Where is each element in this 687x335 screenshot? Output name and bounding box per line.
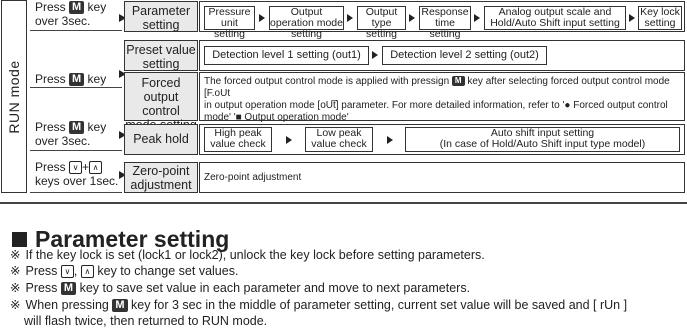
step-key-lock: Key lock setting: [638, 6, 682, 30]
m-key-icon: M: [451, 76, 465, 87]
parameter-steps-box: [199, 1, 685, 32]
function-zero-point: Zero-point adjustment: [124, 162, 198, 193]
step-pressure-unit: Pressure unit setting: [204, 6, 255, 40]
arrow-icon: [372, 51, 378, 59]
step-detection-level-2: Detection level 2 setting (out2): [382, 46, 547, 65]
arrow-icon: [259, 14, 265, 22]
note-key-lock: ※If the key lock is set (lock1 or lock2)…: [10, 248, 485, 262]
note-return-run-mode-cont: will flash twice, then returned to RUN m…: [24, 314, 268, 328]
key-instruction-forced-output: Press M key: [30, 72, 122, 88]
forced-output-description: The forced output control mode is applie…: [199, 72, 685, 123]
step-auto-shift-input: Auto shift input setting (In case of Hol…: [405, 127, 680, 152]
key-instruction-zero-point: Press ∨+∧ keys over 1sec.: [30, 160, 122, 193]
note-change-values: ※Press ∨, ∧ key to change set values.: [10, 264, 239, 279]
arrow-icon: [387, 136, 393, 144]
function-preset-value: Preset value setting: [124, 40, 198, 71]
preset-steps-box: [199, 40, 685, 71]
arrow-icon: [474, 14, 480, 22]
m-key-icon: M: [112, 299, 128, 313]
m-key-icon: M: [69, 73, 85, 87]
function-parameter-setting: Parameter setting: [124, 1, 198, 32]
step-detection-level-1: Detection level 1 setting (out1): [204, 46, 369, 65]
square-bullet-icon: [12, 232, 27, 247]
peak-steps-box: [199, 124, 685, 155]
arrow-icon: [286, 136, 292, 144]
m-key-icon: M: [60, 282, 77, 296]
m-key-icon: M: [69, 121, 85, 135]
key-instruction-peak-hold: Press M key over 3sec.: [30, 120, 122, 151]
arrow-icon: [409, 14, 415, 22]
arrow-icon: [347, 14, 353, 22]
step-high-peak: High peak value check: [204, 127, 272, 152]
arrow-icon: [119, 131, 126, 139]
arrow-icon: [629, 14, 635, 22]
arrow-icon: [119, 70, 126, 78]
function-peak-hold: Peak hold: [124, 124, 198, 155]
arrow-icon: [119, 14, 126, 22]
chevron-up-icon: ∧: [89, 161, 103, 175]
zero-point-description: Zero-point adjustment: [199, 162, 685, 193]
chevron-down-icon: ∨: [69, 161, 83, 175]
run-mode-label-box: RUN mode: [1, 0, 27, 193]
run-mode-label: RUN mode: [6, 59, 22, 134]
arrow-icon: [119, 171, 126, 179]
step-analog-output-scale: Analog output scale and Hold/Auto Shift …: [484, 6, 626, 30]
chevron-up-icon: ∧: [80, 265, 94, 279]
note-return-run-mode: ※When pressing M key for 3 sec in the mi…: [10, 298, 628, 313]
m-key-icon: M: [69, 1, 85, 15]
step-low-peak: Low peak value check: [305, 127, 373, 152]
section-divider: [0, 202, 687, 204]
step-response-time: Response time setting: [419, 6, 471, 40]
chevron-down-icon: ∨: [60, 265, 74, 279]
step-output-operation: Output operation mode setting: [269, 6, 344, 40]
section-title: Parameter setting: [12, 226, 229, 253]
note-save-value: ※Press M key to save set value in each p…: [10, 281, 471, 296]
function-forced-output-control: Forced output control mode setting: [124, 72, 198, 132]
key-instruction-parameter: Press M key over 3sec.: [30, 0, 122, 31]
step-output-type: Output type setting: [357, 6, 406, 40]
